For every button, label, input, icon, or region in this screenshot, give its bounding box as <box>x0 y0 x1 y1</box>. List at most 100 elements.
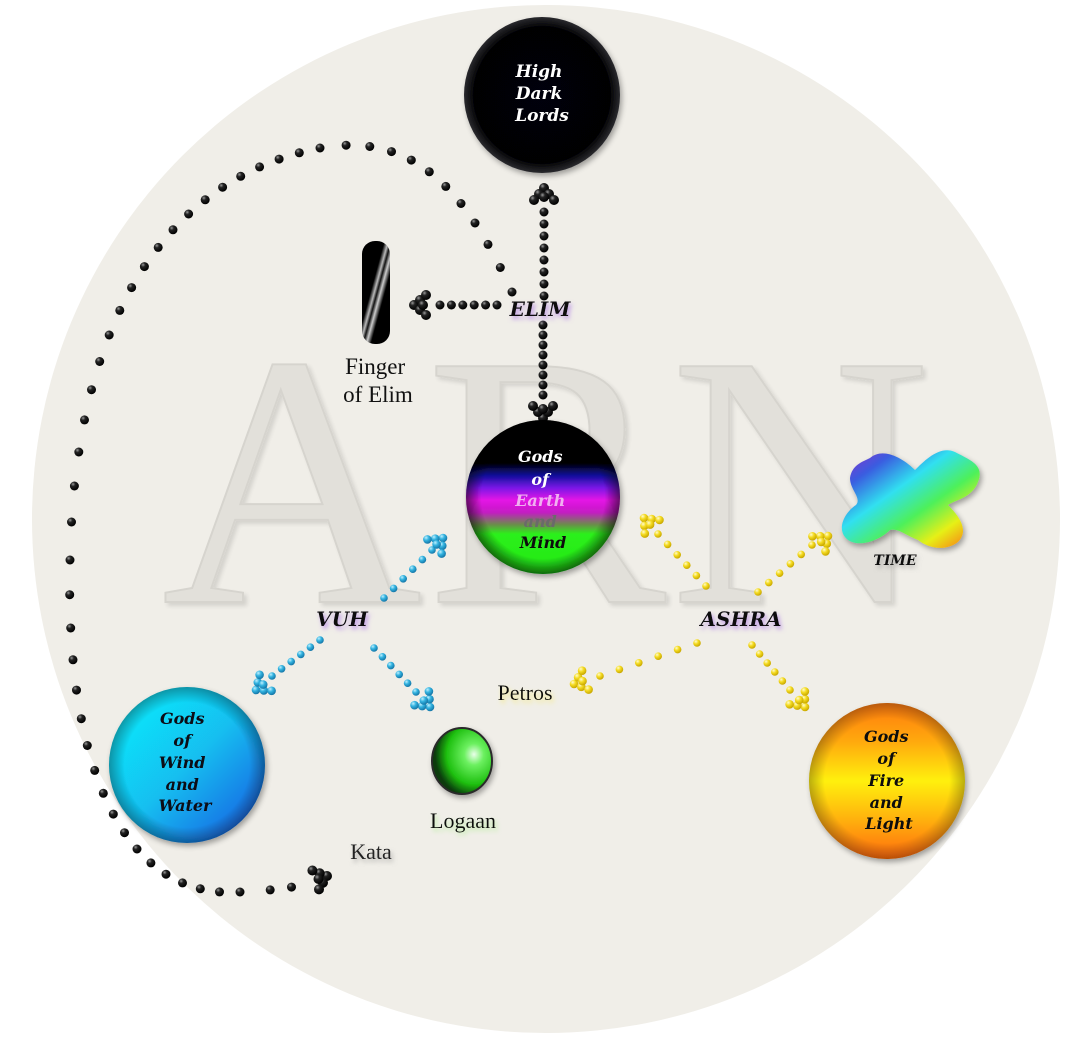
node-label-line: and <box>870 793 903 812</box>
connector-dot <box>539 255 549 265</box>
arrowhead-icon <box>785 687 810 712</box>
arc-dot <box>483 239 493 249</box>
arc-dot <box>168 225 178 235</box>
arrowhead-dot <box>808 532 817 541</box>
arrowhead-dot <box>578 676 587 686</box>
node-label-line: and <box>524 512 557 531</box>
connector-dot <box>287 657 296 666</box>
arrowhead-dot <box>421 310 431 320</box>
node-gods-wind-water[interactable]: Gods of Wind and Water <box>109 687 265 843</box>
arc-dot <box>74 447 84 457</box>
connector-dot <box>380 594 388 602</box>
arc-dot <box>178 878 187 888</box>
connector-dot <box>539 231 549 241</box>
arc-dot <box>108 809 118 819</box>
connector-dot <box>748 641 756 649</box>
connector-dot <box>808 541 816 549</box>
connections-layer <box>65 140 833 897</box>
arrowhead-dot <box>785 700 794 709</box>
arrowhead-dot <box>800 687 810 696</box>
arc-dot <box>65 590 75 600</box>
svg-text:Gods of Earth: Gods of Earth and Mind <box>514 447 571 552</box>
arc-dot <box>218 182 228 192</box>
arc-dot <box>82 741 92 750</box>
arrowhead-dot <box>410 700 419 710</box>
node-kata[interactable]: Kata <box>350 839 392 864</box>
arrowhead-dot <box>307 865 318 876</box>
hub-vuh[interactable]: VUH <box>316 607 369 631</box>
node-label-line: Wind <box>159 753 206 772</box>
arrowhead-dot <box>821 547 830 556</box>
arc-dot <box>132 844 142 854</box>
node-label-line: Light <box>864 814 913 833</box>
arc-dot <box>341 140 351 150</box>
connector-dot <box>771 668 779 676</box>
connector-dot <box>539 279 549 289</box>
arc-dot <box>72 685 81 695</box>
connector-dot <box>538 340 548 350</box>
arrowhead-dot <box>424 687 434 696</box>
connector-dot <box>702 582 710 590</box>
arrowhead-icon <box>423 533 448 558</box>
finger-bar-icon <box>362 241 390 344</box>
arrowhead-dot <box>432 540 441 549</box>
time-splat-icon <box>841 450 980 548</box>
node-gods-fire-light[interactable]: Gods of Fire and Light <box>809 703 965 859</box>
arrowhead-dot <box>538 404 548 414</box>
arc-dot <box>287 882 296 892</box>
node-label-line: High <box>515 62 563 82</box>
arrowhead-dot <box>655 515 664 525</box>
arrowhead-icon <box>569 666 593 694</box>
connector-dot <box>538 360 548 370</box>
arrowhead-dot <box>313 874 324 884</box>
node-petros[interactable]: Petros <box>498 680 553 705</box>
arrowhead-dot <box>569 679 579 689</box>
connector-dot <box>412 688 420 696</box>
hub-ashra[interactable]: ASHRA <box>699 607 782 631</box>
arc-dot <box>424 167 434 177</box>
arc-dot <box>495 263 505 272</box>
svg-text:Gods of Fire: Gods of Fire and Light <box>864 727 914 833</box>
connector-dot <box>654 530 662 538</box>
connector-dot <box>435 300 445 310</box>
arrowhead-icon <box>251 670 276 696</box>
connector-dot <box>538 370 548 380</box>
connector-dot <box>458 300 468 310</box>
logaan-sphere-icon <box>431 727 493 795</box>
node-logaan[interactable]: Logaan <box>430 727 496 833</box>
connector-dot <box>775 569 784 577</box>
node-gods-earth-mind[interactable]: Gods of Earth and Mind <box>466 420 620 574</box>
arc-dot <box>66 623 76 633</box>
arc-dot <box>76 714 86 724</box>
arrowhead-dot <box>421 290 431 300</box>
connector-dot <box>765 578 773 587</box>
arc-dot <box>95 357 105 366</box>
connector-dot <box>297 650 305 659</box>
arrowhead-dot <box>645 520 655 529</box>
node-label-line: Water <box>159 796 214 815</box>
arrowhead-dot <box>584 685 593 694</box>
connector-dot <box>469 300 479 310</box>
arc-dot <box>294 148 304 158</box>
connector-dot <box>370 644 378 652</box>
connector-dot <box>316 636 324 644</box>
node-time[interactable]: TIME <box>841 450 980 569</box>
arrowhead-icon <box>639 513 664 538</box>
connector-dot <box>268 672 276 680</box>
connector-dot <box>538 320 548 330</box>
hub-elim[interactable]: ELIM <box>509 297 572 321</box>
arrowhead-dot <box>539 192 549 202</box>
connector-dot <box>683 561 691 569</box>
connector-dot <box>755 650 764 658</box>
arc-dot <box>365 142 375 151</box>
connector-dot <box>539 243 549 253</box>
arrowhead-icon <box>409 290 431 320</box>
arc-dot <box>200 195 210 205</box>
arrowhead-dot <box>267 686 276 696</box>
arrowhead-dot <box>529 195 539 205</box>
connector-dot <box>635 659 643 667</box>
node-high-dark-lords[interactable]: High Dark Lords <box>464 17 620 173</box>
connector-dot <box>428 546 436 554</box>
connector-dot <box>418 555 427 564</box>
node-finger-of-elim[interactable]: Finger of Elim <box>343 241 413 407</box>
